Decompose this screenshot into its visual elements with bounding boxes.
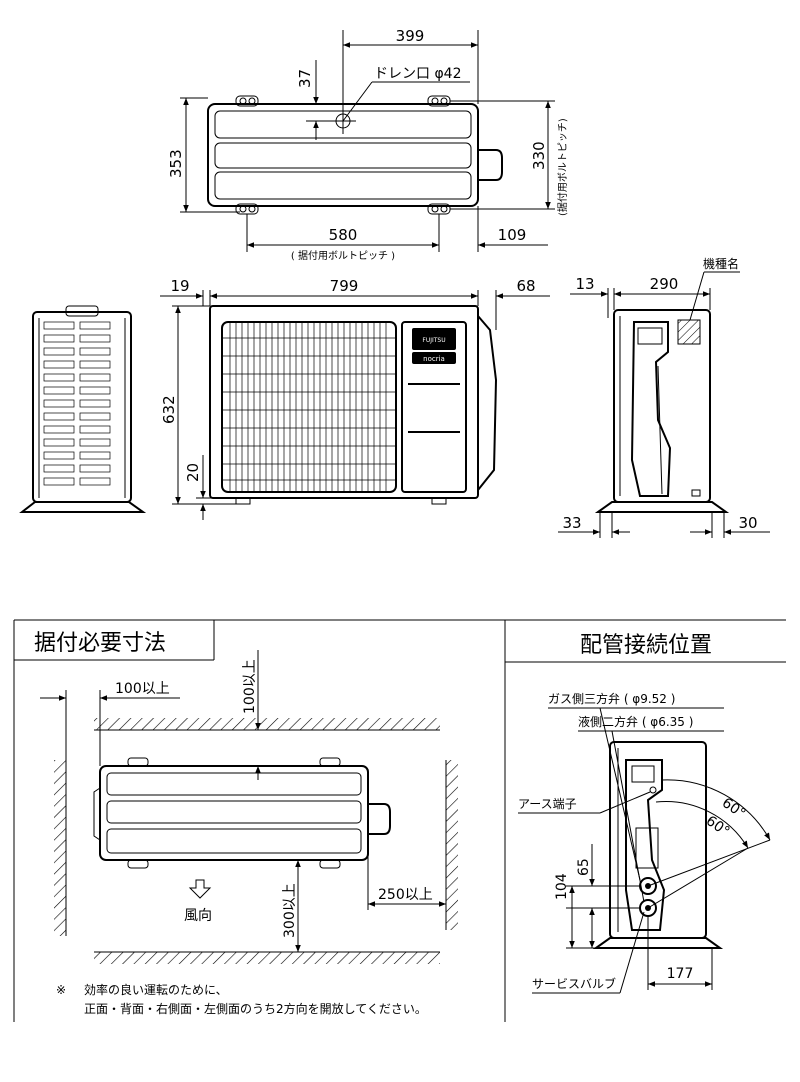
front-panel <box>401 321 467 493</box>
dim-250-right: 250以上 <box>378 887 433 903</box>
dim-19: 19 <box>170 277 189 295</box>
top-view-panel-2 <box>214 142 472 169</box>
side-foot <box>19 501 147 513</box>
dim-799: 799 <box>330 277 359 295</box>
fan-grille <box>221 321 397 493</box>
left-side-view <box>19 305 147 513</box>
top-view-panel-3 <box>214 171 472 200</box>
drain-label: ドレン口 φ42 <box>374 66 462 82</box>
angle-60-inner: 60° <box>703 813 733 840</box>
install-unit <box>99 765 369 861</box>
dim-330: 330 <box>530 141 548 170</box>
dim-300-front: 300以上 <box>282 883 298 938</box>
front-body <box>209 305 479 499</box>
dim-100-left: 100以上 <box>115 681 170 697</box>
install-section-title: 据付必要寸法 <box>34 631 166 656</box>
bolt-pitch-v-label: (据付用ボルトピッチ) <box>556 118 569 216</box>
top-view-valve-cover <box>478 149 503 181</box>
side-grille <box>43 321 111 486</box>
wind-direction-arrow-icon <box>188 879 212 899</box>
piping-diagram: 60° 60° ガス側三方弁 ( φ9.52 ) 液側二方弁 ( φ6.35 )… <box>518 691 771 994</box>
dim-177: 177 <box>667 966 694 982</box>
gas-valve-label: ガス側三方弁 ( φ9.52 ) <box>548 691 675 706</box>
right-side-view: 機種名 13 290 33 30 <box>558 256 770 538</box>
mounting-feet <box>235 95 451 215</box>
note-mark: ※ <box>56 983 66 997</box>
dim-20: 20 <box>184 463 202 482</box>
dim-30: 30 <box>738 514 757 532</box>
piping-section-title: 配管接続位置 <box>580 633 712 658</box>
dim-580: 580 <box>329 226 358 244</box>
valve-cover <box>630 321 672 497</box>
note-line-1: 効率の良い運転のために、 <box>84 982 228 997</box>
bolt-pitch-h-label: ( 据付用ボルトピッチ ) <box>291 249 395 262</box>
section-frame <box>13 619 786 1022</box>
earth-terminal <box>649 786 657 794</box>
dim-13: 13 <box>575 275 594 293</box>
liquid-valve-label: 液側二方弁 ( φ6.35 ) <box>578 714 693 729</box>
brand-logo: FUJITSU <box>422 337 445 344</box>
dim-104: 104 <box>554 873 570 900</box>
dim-353: 353 <box>167 149 185 178</box>
dim-399: 399 <box>396 27 425 45</box>
angle-60-outer: 60° <box>719 795 749 822</box>
earth-terminal-label: アース端子 <box>518 797 577 811</box>
install-clearance-diagram: 100以上 100以上 250以上 300以上 風向 <box>40 650 458 964</box>
model-label-box <box>677 319 701 345</box>
dim-290: 290 <box>650 275 679 293</box>
dim-65: 65 <box>576 858 592 876</box>
dim-632: 632 <box>160 395 178 424</box>
note-line-2: 正面・背面・右側面・左側面のうち2方向を開放してください。 <box>84 1001 427 1016</box>
dim-100-back: 100以上 <box>242 659 258 714</box>
wind-direction-label: 風向 <box>184 908 212 924</box>
right-side-foot <box>594 501 730 513</box>
model-name-label: 機種名 <box>703 256 739 271</box>
dim-37: 37 <box>296 69 314 88</box>
product-logo: nocria <box>423 355 445 363</box>
top-view: ドレン口 φ42 399 37 353 330 (据付用ボルトピッチ) 580 … <box>167 27 569 262</box>
dim-109: 109 <box>498 226 527 244</box>
dim-33: 33 <box>562 514 581 532</box>
service-valve-label: サービスバルブ <box>532 976 616 991</box>
dim-68: 68 <box>516 277 535 295</box>
front-view: FUJITSU nocria 19 799 68 632 20 <box>160 277 550 520</box>
